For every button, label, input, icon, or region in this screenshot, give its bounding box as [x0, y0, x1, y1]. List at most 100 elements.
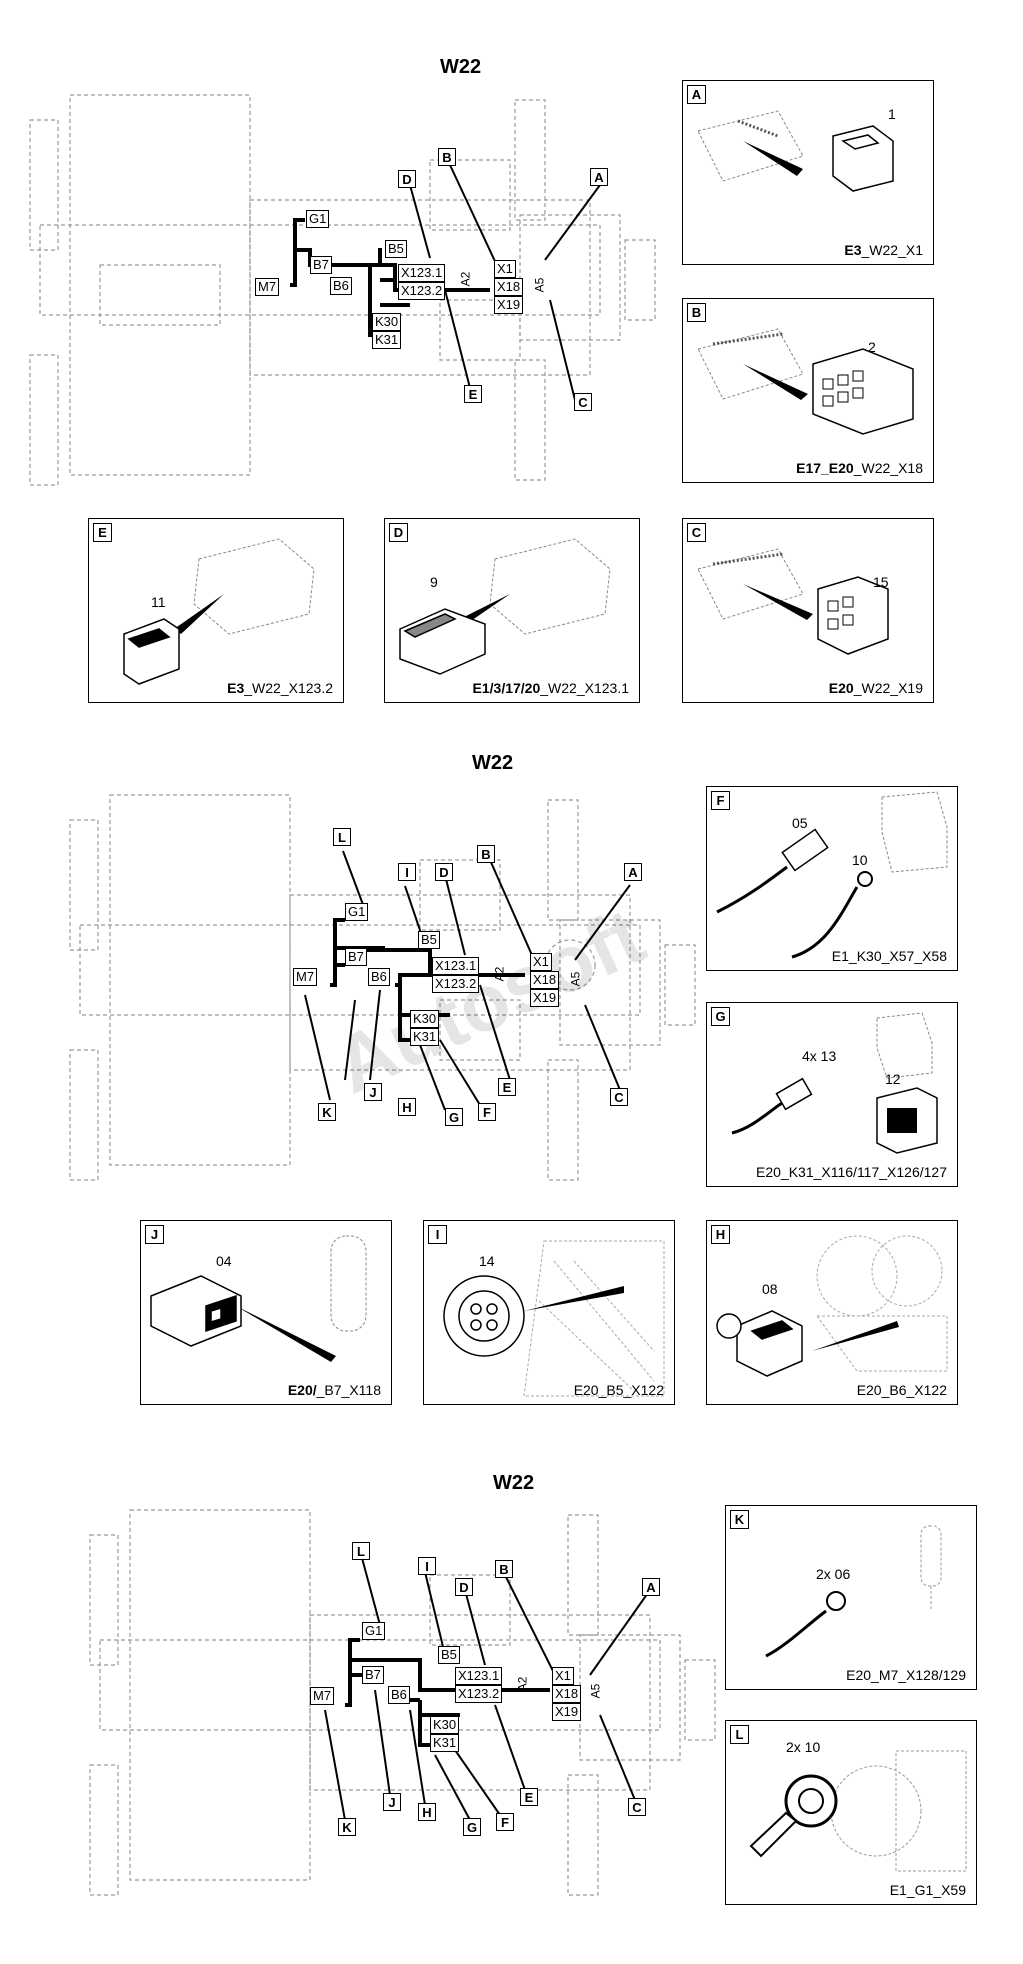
tag-f: F — [478, 1103, 496, 1121]
label-b7: B7 — [362, 1666, 384, 1684]
label-b6: B6 — [388, 1686, 410, 1704]
panel-k: K 2x 06 E20_M7_X128/129 — [725, 1505, 977, 1690]
connector-x118-drawing — [150, 1235, 367, 1362]
panel-label: L — [730, 1725, 749, 1744]
label-k31: K31 — [410, 1028, 440, 1046]
tag-j: J — [383, 1793, 401, 1811]
label-b5: B5 — [418, 931, 440, 949]
tag-f: F — [496, 1813, 514, 1831]
part-number: 05 — [792, 815, 808, 831]
panel-j: J 04 E20/_B7_X118 — [140, 1220, 392, 1405]
label-x19: X19 — [530, 989, 560, 1007]
tag-i: I — [418, 1557, 436, 1575]
tag-l: L — [352, 1542, 370, 1560]
tag-g: G — [463, 1818, 481, 1836]
cable-k30-drawing — [716, 791, 948, 959]
label-m7: M7 — [293, 968, 318, 986]
tag-i: I — [398, 863, 416, 881]
panel-caption: E20_B6_X122 — [856, 1382, 947, 1398]
panel-label: B — [687, 303, 706, 322]
panel-caption: E3_W22_X123.2 — [227, 680, 333, 696]
tag-g: G — [445, 1108, 463, 1126]
tag-d: D — [398, 170, 416, 188]
panel-e: E 11 E3_W22_X123.2 — [88, 518, 344, 703]
label-x1: X1 — [530, 953, 552, 971]
label-x18: X18 — [552, 1685, 582, 1703]
panel-label: F — [711, 791, 730, 810]
label-g1: G1 — [362, 1622, 386, 1640]
label-b6: B6 — [330, 277, 352, 295]
relay-k31-drawing — [731, 1012, 938, 1154]
label-k30: K30 — [410, 1010, 440, 1028]
label-k30: K30 — [372, 313, 402, 331]
label-x19: X19 — [494, 296, 524, 314]
label-x18: X18 — [494, 278, 524, 296]
panel-label: C — [687, 523, 706, 542]
part-number: 2 — [868, 339, 876, 355]
part-number: 15 — [873, 574, 889, 590]
tag-h: H — [398, 1098, 416, 1116]
panel-caption: E1_K30_X57_X58 — [831, 948, 947, 964]
panel-caption: E20_W22_X19 — [828, 680, 923, 696]
label-g1: G1 — [345, 903, 369, 921]
part-number: 4x 13 — [802, 1048, 837, 1064]
label-m7: M7 — [255, 278, 280, 296]
panel-c: C 15 E20_W22_X19 — [682, 518, 934, 703]
tag-d: D — [435, 863, 453, 881]
label-x1232: X123.2 — [432, 975, 480, 993]
panel-h: H 08 E20_B6_X122 — [706, 1220, 958, 1405]
connector-x1232-drawing — [123, 538, 315, 685]
label-k31: K31 — [430, 1734, 460, 1752]
part-number: 11 — [151, 594, 166, 610]
panel-b: B 2 E17_E20_W22_X18 — [682, 298, 934, 483]
tag-c: C — [574, 393, 592, 411]
part-number: 2x 06 — [816, 1566, 851, 1582]
panel-caption: E3_W22_X1 — [844, 242, 923, 258]
part-number: 08 — [762, 1281, 778, 1297]
diagram1-title: W22 — [440, 56, 482, 78]
label-x18: X18 — [530, 971, 560, 989]
ring-terminal-g1-drawing — [749, 1750, 967, 1872]
tag-b: B — [477, 845, 495, 863]
panel-caption: E1/3/17/20_W22_X123.1 — [472, 680, 629, 696]
connector-x1-drawing — [697, 110, 894, 192]
tag-e: E — [464, 385, 482, 403]
tag-a: A — [624, 863, 642, 881]
panel-i: I 14 E20_B5_X122 — [423, 1220, 675, 1405]
panel-label: E — [93, 523, 112, 542]
connector-b6-drawing — [716, 1235, 948, 1377]
part-number: 12 — [885, 1071, 901, 1087]
label-g1: G1 — [306, 210, 330, 228]
label-x1: X1 — [552, 1667, 574, 1685]
panel-d: D 9 E1/3/17/20_W22_X123.1 — [384, 518, 640, 703]
tag-d: D — [455, 1578, 473, 1596]
label-b7: B7 — [345, 948, 367, 966]
part-number: 10 — [852, 852, 868, 868]
panel-g: G 4x 13 12 E20_K31_X116/117_X126/127 — [706, 1002, 958, 1187]
cable-m7-drawing — [765, 1525, 942, 1658]
label-b5: B5 — [438, 1646, 460, 1664]
panel-label: J — [145, 1225, 164, 1244]
label-x1232: X123.2 — [455, 1685, 503, 1703]
part-number: 04 — [216, 1253, 232, 1269]
panel-caption: E20_B5_X122 — [573, 1382, 664, 1398]
panel-f: F 05 10 E1_K30_X57_X58 — [706, 786, 958, 971]
panel-label: G — [711, 1007, 730, 1026]
connector-x1231-drawing — [399, 538, 611, 675]
connector-x18-drawing — [697, 328, 914, 435]
label-a5: A5 — [588, 1683, 603, 1699]
part-number: 1 — [888, 106, 896, 122]
part-number: 2x 10 — [786, 1739, 821, 1755]
label-x1231: X123.1 — [455, 1667, 503, 1685]
label-b6: B6 — [368, 968, 390, 986]
label-x1231: X123.1 — [398, 264, 446, 282]
panel-l: L 2x 10 E1_G1_X59 — [725, 1720, 977, 1905]
tag-k: K — [338, 1818, 356, 1836]
tag-b: B — [438, 148, 456, 166]
tag-l: L — [333, 828, 351, 846]
tag-e: E — [520, 1788, 538, 1806]
tag-a: A — [590, 168, 608, 186]
connector-x19-drawing — [697, 548, 889, 655]
label-b5: B5 — [385, 240, 407, 258]
diagram3-title: W22 — [493, 1472, 535, 1494]
